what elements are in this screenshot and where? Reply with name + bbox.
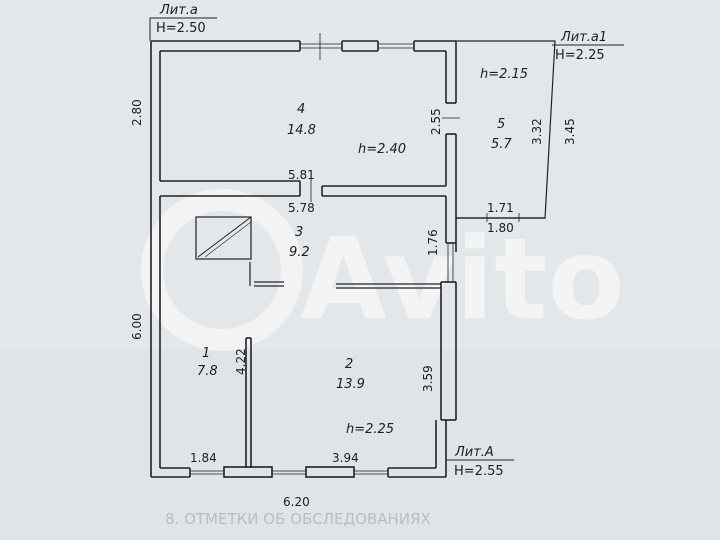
room-2: 2 13.9 h=2.25 — [336, 357, 394, 437]
room-2-area: 13.9 — [336, 377, 365, 392]
litera-a1-height: H=2.25 — [555, 48, 605, 63]
watermark: Avito — [141, 189, 625, 351]
room-4-number: 4 — [297, 102, 305, 117]
wall-bottom-pier-1 — [223, 466, 273, 478]
dim-359: 3.59 — [421, 365, 435, 392]
stove-diagonal-2 — [204, 221, 252, 258]
litera-a-name: Лит.а — [159, 3, 198, 18]
dim-184: 1.84 — [190, 451, 217, 465]
dim-left-top: 2.80 — [130, 99, 144, 126]
wall-bottom-pier-2 — [305, 466, 355, 478]
room-3-number: 3 — [295, 225, 303, 240]
dim-176: 1.76 — [426, 229, 440, 256]
dim-422: 4.22 — [234, 348, 248, 375]
litera-A: Лит.А H=2.55 — [446, 445, 514, 479]
dim-578: 5.78 — [288, 201, 315, 215]
dim-620: 6.20 — [283, 495, 310, 509]
room-1: 1 7.8 — [197, 346, 218, 379]
litera-A-name: Лит.А — [454, 445, 494, 460]
litera-a1: Лит.а1 H=2.25 — [552, 30, 624, 63]
litera-a1-name: Лит.а1 — [560, 30, 607, 45]
dim-394: 3.94 — [332, 451, 359, 465]
background-section-title: 8. ОТМЕТКИ ОБ ОБСЛЕДОВАНИЯХ — [165, 510, 431, 528]
dim-left-bottom: 6.00 — [130, 313, 144, 340]
dim-annex-345: 3.45 — [563, 118, 577, 145]
room-4-area: 14.8 — [287, 123, 316, 138]
room-2-number: 2 — [345, 357, 353, 372]
dim-171: 1.71 — [487, 201, 514, 215]
room-4-height: h=2.40 — [358, 142, 406, 157]
litera-a: Лит.а H=2.50 — [149, 3, 217, 41]
room-3: 3 9.2 — [289, 225, 310, 260]
dim-581: 5.81 — [288, 168, 315, 182]
dimension-labels: 2.80 6.00 2.55 3.32 3.45 5.81 5.78 1.71 … — [130, 99, 577, 509]
room-1-number: 1 — [202, 346, 210, 361]
room-labels: 4 14.8 h=2.40 h=2.15 5 5.7 3 9.2 1 7.8 2… — [197, 67, 528, 437]
dim-180: 1.80 — [487, 221, 514, 235]
room-5-number: 5 — [497, 117, 505, 132]
litera-a-height: H=2.50 — [156, 21, 206, 36]
room-5: h=2.15 5 5.7 — [480, 67, 528, 152]
watermark-text: Avito — [300, 215, 625, 345]
litera-labels: Лит.а H=2.50 Лит.а1 H=2.25 Лит.А H=2.55 — [149, 3, 624, 479]
room-4: 4 14.8 h=2.40 — [287, 102, 406, 157]
room-1-area: 7.8 — [197, 364, 218, 379]
room-3-area: 9.2 — [289, 245, 310, 260]
dim-annex-332: 3.32 — [530, 118, 544, 145]
watermark-logo-ring — [141, 189, 303, 351]
walls — [150, 33, 556, 478]
stove — [195, 216, 252, 260]
room-5-area: 5.7 — [491, 137, 512, 152]
room-5-height: h=2.15 — [480, 67, 528, 82]
stove-diagonal — [197, 216, 252, 258]
room-2-height: h=2.25 — [346, 422, 394, 437]
dim-mid-255: 2.55 — [429, 108, 443, 135]
litera-A-height: H=2.55 — [454, 464, 504, 479]
lower-table-area — [0, 350, 720, 540]
